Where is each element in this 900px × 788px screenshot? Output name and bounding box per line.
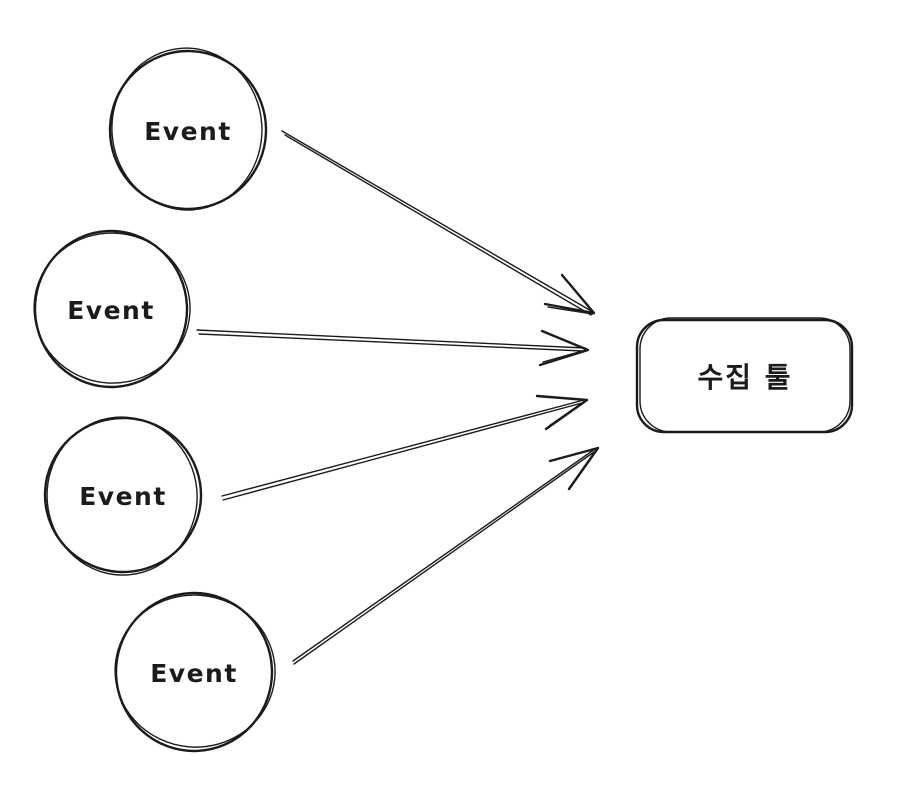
event-3-circle-outline (43, 416, 203, 574)
arrow-2-head-sketch-line (542, 349, 587, 363)
arrow-event-3-to-collector[interactable] (221, 394, 589, 501)
collector-label: 수집 툴 (697, 361, 792, 394)
event-1-label: Event (144, 117, 232, 146)
node-event-1[interactable]: Event (106, 43, 268, 215)
event-2-circle-sketch-line (33, 232, 191, 384)
arrow-2-shaft-line (196, 329, 586, 349)
arrow-1-shaft-line (281, 130, 594, 313)
event-4-circle-sketch-line (114, 594, 276, 748)
event-1-circle-fill (110, 51, 266, 209)
node-event-4[interactable]: Event (109, 588, 282, 753)
event-1-circle-outline (108, 49, 268, 211)
event-2-circle-outline (33, 229, 189, 389)
node-event-2[interactable]: Event (29, 227, 195, 391)
event-2-label: Event (67, 296, 155, 325)
arrow-3-shaft-sketch-line (222, 402, 583, 501)
event-3-circle-sketch-line (46, 416, 198, 576)
arrow-3-shaft-line (221, 399, 585, 497)
arrow-2-shaft-sketch-line (198, 333, 584, 352)
arrow-3-head-sketch-line (548, 400, 586, 427)
event-3-circle-fill (45, 418, 201, 572)
collector-rect-sketch-line (639, 317, 851, 433)
arrow-1-head (543, 273, 596, 315)
node-collector[interactable]: 수집 툴 (635, 317, 854, 434)
event-4-circle-outline (114, 591, 274, 753)
event-1-circle-sketch-line (111, 47, 263, 211)
arrow-4-shaft-sketch-line (293, 451, 595, 665)
arrow-event-4-to-collector[interactable] (292, 446, 600, 665)
node-event-3[interactable]: Event (40, 411, 204, 581)
arrow-1-head-sketch-line (547, 306, 594, 315)
arrow-4-shaft-line (292, 448, 596, 662)
arrow-event-1-to-collector[interactable] (281, 130, 596, 316)
arrow-event-2-to-collector[interactable] (196, 329, 590, 367)
event-2-circle-fill (35, 231, 187, 387)
event-4-label: Event (150, 659, 238, 688)
collector-rect-fill (637, 320, 852, 432)
arrow-4-head-sketch-line (570, 449, 597, 487)
event-4-circle-fill (116, 593, 272, 751)
arrow-1-shaft-sketch-line (284, 134, 592, 316)
arrow-2-head (538, 329, 590, 367)
event-3-label: Event (79, 482, 167, 511)
